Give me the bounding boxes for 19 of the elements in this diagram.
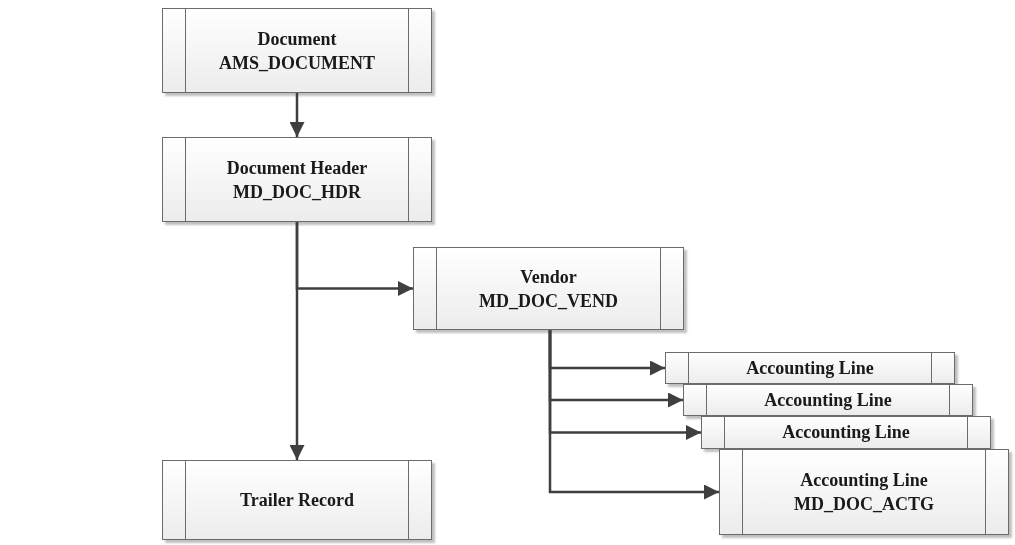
process-box: [162, 137, 432, 222]
box-label: Vendor MD_DOC_VEND: [478, 265, 619, 313]
process-box: [413, 247, 684, 330]
box-label: Document AMS_DOCUMENT: [218, 27, 376, 75]
process-box: [701, 416, 991, 449]
process-box: [665, 352, 955, 384]
box-label: Accounting Line: [782, 421, 910, 444]
box-label: Accounting Line MD_DOC_ACTG: [793, 469, 935, 516]
arrow: [289, 93, 305, 137]
arrow: [289, 222, 305, 460]
process-box: [162, 8, 432, 93]
process-box: [162, 460, 432, 540]
box-label: Accounting Line: [764, 389, 892, 412]
box-label: Accounting Line: [746, 357, 874, 380]
box-label: Document Header MD_DOC_HDR: [225, 156, 369, 204]
arrow: [548, 330, 719, 500]
process-box: [683, 384, 973, 416]
process-box: [719, 449, 1009, 535]
box-label: Trailer Record: [240, 489, 354, 512]
